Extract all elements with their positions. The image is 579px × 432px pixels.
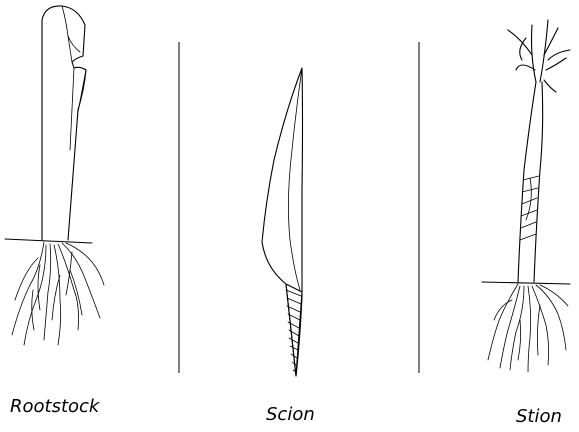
- scion-illustration: [262, 68, 303, 376]
- stion-label: Stion: [516, 408, 562, 426]
- scion-label: Scion: [266, 406, 315, 424]
- rootstock-label: Rootstock: [10, 398, 99, 416]
- stion-illustration: [482, 20, 570, 372]
- rootstock-illustration: [5, 6, 104, 345]
